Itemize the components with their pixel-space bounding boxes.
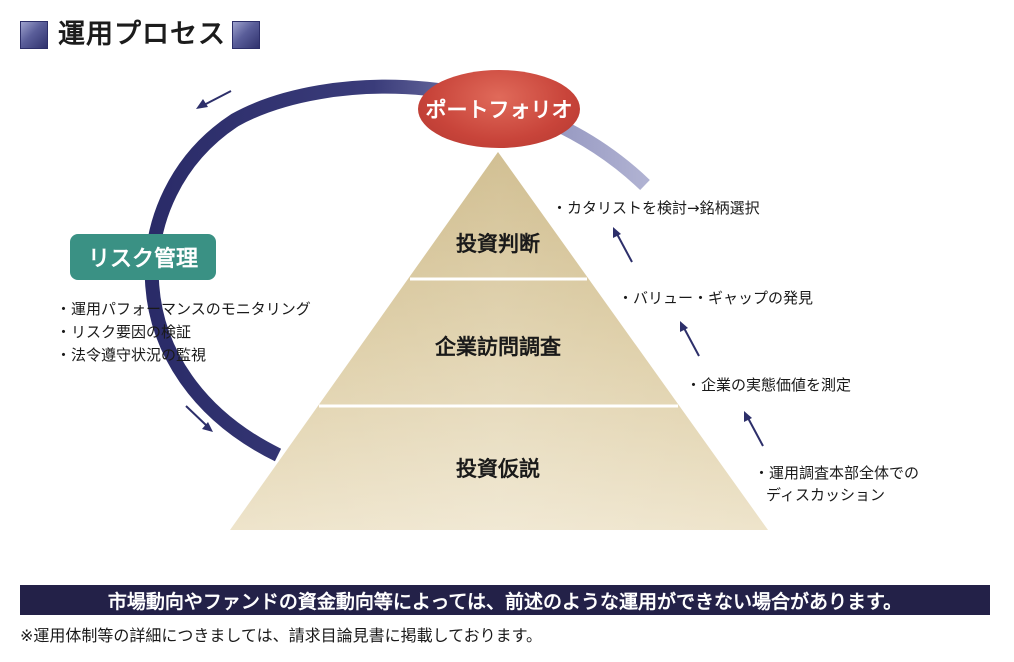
- arrow-bottom-left-icon: [185, 405, 213, 432]
- arrow-up-3-icon: [744, 411, 764, 447]
- risk-item: ・リスク要因の検証: [56, 323, 192, 341]
- risk-items-list: ・運用パフォーマンスのモニタリング ・リスク要因の検証 ・法令遵守状況の監視: [56, 298, 311, 367]
- step-intrinsic-value: ・企業の実態価値を測定: [686, 376, 852, 394]
- title-square-icon-left: [20, 21, 48, 49]
- footnote: ※運用体制等の詳細につきましては、請求目論見書に掲載しております。: [20, 626, 543, 645]
- arrow-up-1-icon: [613, 227, 633, 263]
- risk-item: ・運用パフォーマンスのモニタリング: [56, 300, 311, 318]
- pyramid: [230, 152, 768, 530]
- tier-investment-decision: 投資判断: [456, 232, 540, 256]
- step-catalyst: ・カタリストを検討→銘柄選択: [552, 199, 760, 217]
- step-discussion-line1: ・運用調査本部全体での: [754, 464, 920, 482]
- arrow-up-2-icon: [680, 321, 700, 357]
- risk-management-node: リスク管理: [70, 234, 216, 280]
- page-title: 運用プロセス: [58, 19, 226, 50]
- step-value-gap: ・バリュー・ギャップの発見: [618, 289, 814, 307]
- tier-company-visit-research: 企業訪問調査: [435, 335, 561, 359]
- step-discussion-line2: ディスカッション: [766, 486, 885, 504]
- risk-item: ・法令遵守状況の監視: [56, 346, 207, 364]
- portfolio-node: ポートフォリオ: [418, 70, 580, 148]
- title-square-icon-right: [232, 21, 260, 49]
- tier-investment-hypothesis: 投資仮説: [456, 457, 540, 481]
- disclaimer-banner: 市場動向やファンドの資金動向等によっては、前述のような運用ができない場合がありま…: [20, 585, 990, 615]
- arrow-top-left-icon: [196, 90, 232, 109]
